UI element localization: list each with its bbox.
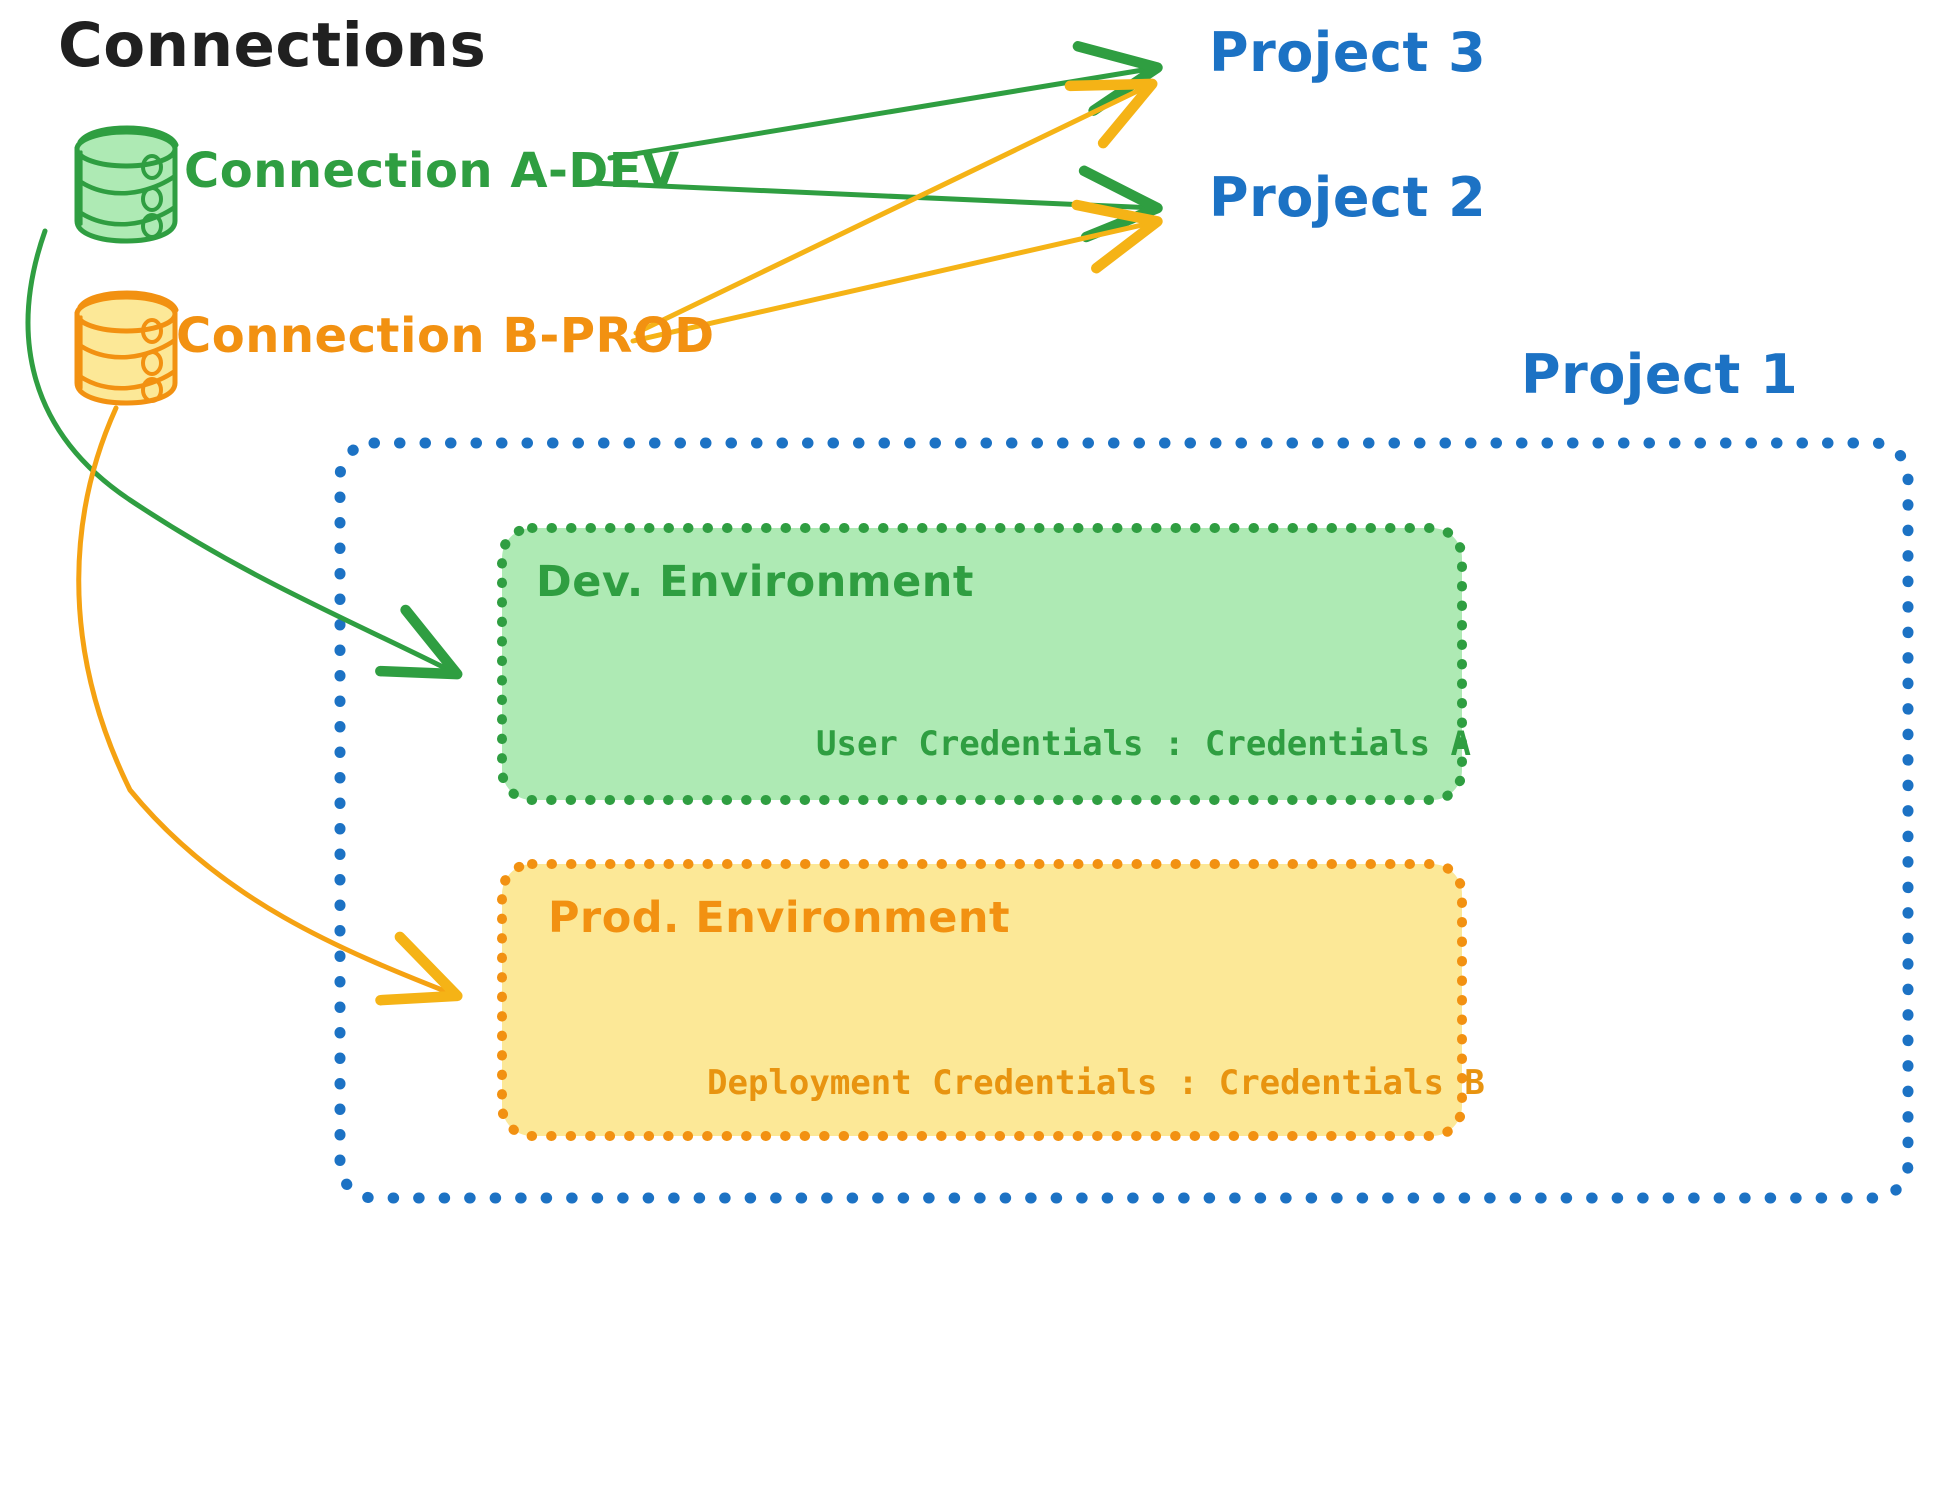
arrow-conn-a-to-project-3 [607,41,1163,161]
arrow-conn-b-to-project-2 [630,199,1163,344]
arrow-conn-a-to-project-2 [589,165,1163,243]
prod-environment-credentials: Deployment Credentials : Credentials B [707,1063,1485,1103]
project-3-label[interactable]: Project 3 [1209,21,1487,84]
project-1-label[interactable]: Project 1 [1521,343,1799,406]
prod-environment-box[interactable] [497,859,1467,1141]
project-2-label[interactable]: Project 2 [1209,166,1487,229]
arrow-conn-b-to-prod-environment [76,405,463,1006]
dev-environment-label: Dev. Environment [536,557,974,607]
database-cylinder-icon-green[interactable] [74,125,179,244]
database-cylinder-icon-orange[interactable] [74,290,179,406]
dev-environment-credentials: User Credentials : Credentials A [816,724,1472,764]
page-title: Connections [58,10,487,81]
connection-a-dev-label[interactable]: Connection A-DEV [184,143,680,199]
dev-environment-box[interactable] [497,523,1467,805]
prod-environment-label: Prod. Environment [548,893,1011,943]
arrow-conn-b-to-project-3 [633,78,1158,336]
arrow-conn-a-to-dev-environment [25,228,463,680]
connection-b-prod-label[interactable]: Connection B-PROD [176,308,715,364]
